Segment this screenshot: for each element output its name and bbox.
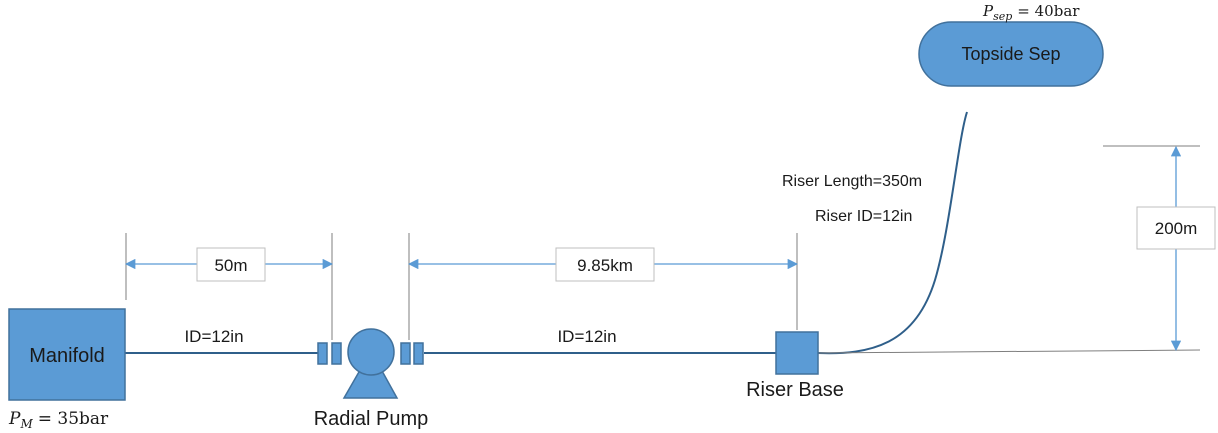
separator-label: Topside Sep	[961, 44, 1060, 64]
flange-inlet-b	[331, 342, 342, 365]
riser-base: Riser Base	[746, 331, 844, 401]
dimension-200m-label: 200m	[1155, 219, 1198, 238]
riser-length-label: Riser Length=350m	[782, 173, 922, 190]
dimension-50m-label: 50m	[214, 256, 247, 275]
flange-outlet-b	[413, 342, 424, 365]
dimension-9.85km: 9.85km	[407, 247, 799, 282]
seabed-reference-line	[817, 349, 1201, 354]
pump-label: Radial Pump	[314, 408, 429, 430]
riser-id-label: Riser ID=12in	[815, 208, 912, 225]
manifold: Manifold	[8, 308, 126, 401]
flange-outlet-a	[400, 342, 411, 365]
dimension-50m: 50m	[124, 247, 334, 282]
dimension-200m: 200m	[1136, 145, 1216, 352]
pipe2-id-label: ID=12in	[557, 327, 616, 346]
flange-inlet-a	[317, 342, 328, 365]
pump-assembly: Radial Pump	[314, 328, 429, 430]
separator-pressure-label: Psep= 40bar	[982, 2, 1080, 23]
dimension-9.85km-label: 9.85km	[577, 256, 633, 275]
manifold-label: Manifold	[29, 345, 105, 367]
manifold-pressure-label: PM= 35bar	[8, 409, 109, 431]
riser-pipe	[817, 111, 968, 355]
pipe1-id-label: ID=12in	[184, 327, 243, 346]
riser-base-label: Riser Base	[746, 379, 844, 401]
pump-casing	[347, 328, 395, 376]
topside-separator: Topside Sep	[918, 21, 1104, 87]
